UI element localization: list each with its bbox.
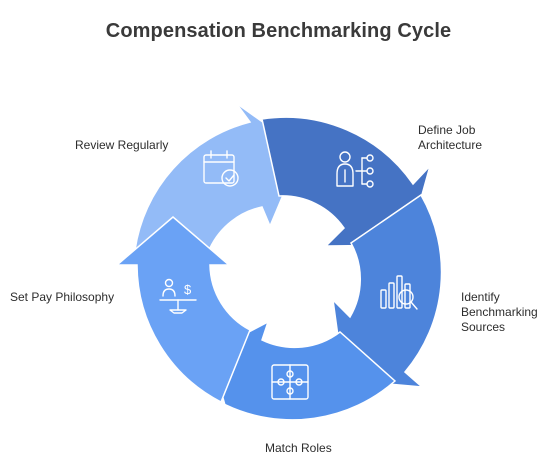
segment-identify-benchmarking-sources bbox=[331, 193, 443, 388]
segment-define-job-architecture bbox=[261, 116, 431, 247]
label-review-regularly: Review Regularly bbox=[75, 138, 169, 152]
label-define-job-architecture: Define Job Architecture bbox=[418, 123, 483, 152]
segment-review-regularly bbox=[134, 102, 303, 251]
calendar-check-icon bbox=[203, 150, 239, 187]
svg-text:$: $ bbox=[184, 282, 192, 297]
label-match-roles: Match Roles bbox=[265, 441, 332, 455]
segment-match-roles bbox=[209, 320, 397, 431]
diagram-title: Compensation Benchmarking Cycle bbox=[105, 20, 452, 42]
label-identify-benchmarking-sources: Identify Benchmarking Sources bbox=[461, 290, 538, 334]
puzzle-icon bbox=[271, 364, 309, 400]
balance-scale-icon: $ bbox=[159, 278, 197, 314]
label-set-pay-philosophy: Set Pay Philosophy bbox=[10, 290, 115, 304]
data-search-icon bbox=[380, 275, 418, 310]
org-chart-person-icon bbox=[336, 151, 374, 188]
